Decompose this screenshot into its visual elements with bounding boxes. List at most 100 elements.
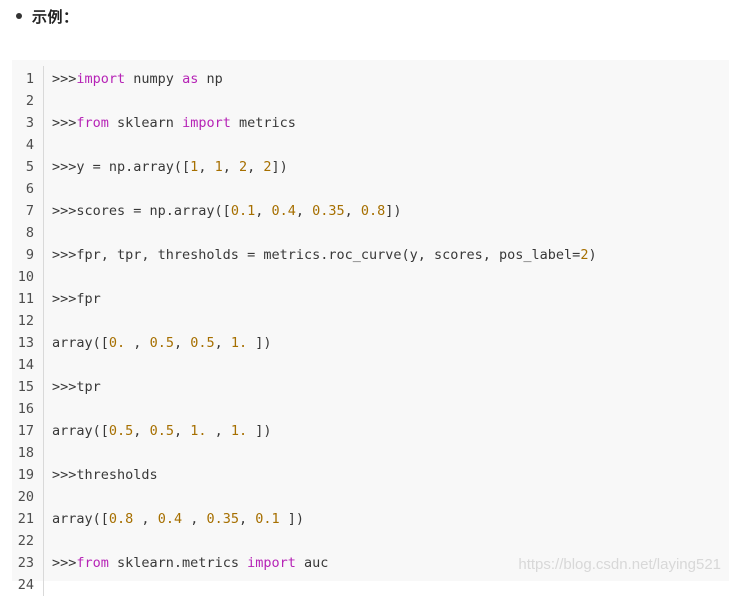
code-line: 23>>>from sklearn.metrics import auc: [12, 552, 729, 574]
code-line: 12: [12, 310, 729, 332]
code-line: 3>>>from sklearn import metrics: [12, 112, 729, 134]
code-line: 18: [12, 442, 729, 464]
code-line: 22: [12, 530, 729, 552]
code-line: 7>>>scores = np.array([0.1, 0.4, 0.35, 0…: [12, 200, 729, 222]
line-number: 7: [25, 203, 34, 219]
list-item: 示例：: [16, 4, 79, 28]
code-token: >>>: [52, 71, 77, 87]
number-token: 0.35: [312, 203, 345, 219]
line-number: 20: [17, 489, 34, 505]
code-token: ): [588, 247, 597, 263]
code-token: np: [198, 71, 223, 87]
code-token: array([: [52, 335, 109, 351]
number-token: 0.5: [108, 423, 134, 439]
line-number: 18: [17, 445, 34, 461]
code-text: >>>thresholds: [34, 464, 158, 486]
code-line: 20: [12, 486, 729, 508]
code-token: ,: [222, 159, 239, 175]
code-token: ]): [385, 203, 402, 219]
number-token: 0.1: [230, 203, 256, 219]
code-token: >>>fpr: [52, 291, 101, 307]
code-text: [34, 90, 52, 112]
number-token: 1: [214, 159, 223, 175]
number-token: 1.: [230, 423, 248, 439]
code-token: ]): [271, 159, 288, 175]
line-number: 6: [25, 181, 34, 197]
bullet-icon: [16, 13, 22, 19]
code-token: auc: [295, 555, 329, 571]
code-text: >>>fpr, tpr, thresholds = metrics.roc_cu…: [34, 244, 597, 266]
code-text: >>>scores = np.array([0.1, 0.4, 0.35, 0.…: [34, 200, 402, 222]
code-token: >>>: [52, 555, 77, 571]
code-line: 8: [12, 222, 729, 244]
code-line: 9 >>>fpr, tpr, thresholds = metrics.roc_c…: [12, 244, 729, 266]
code-line: 14: [12, 354, 729, 376]
number-token: 0.4: [271, 203, 296, 219]
code-token: ,: [133, 423, 150, 439]
code-text: [34, 486, 52, 508]
line-number: 4: [25, 137, 34, 153]
keyword-token: as: [182, 71, 199, 87]
code-token: ,: [344, 203, 361, 219]
code-token: numpy: [125, 71, 183, 87]
number-token: 0.5: [149, 423, 174, 439]
code-token: >>>y = np.array([: [52, 159, 191, 175]
code-token: ,: [133, 511, 158, 527]
line-number: 15: [17, 379, 34, 395]
section-title: 示例：: [32, 7, 79, 26]
code-text: [34, 134, 52, 156]
code-token: ,: [255, 203, 272, 219]
line-number: 23: [17, 555, 34, 571]
keyword-token: from: [76, 115, 109, 131]
code-token: ,: [182, 511, 207, 527]
line-number: 1: [25, 71, 34, 87]
number-token: 0.4: [157, 511, 183, 527]
code-line: 6: [12, 178, 729, 200]
code-line: 15>>>tpr: [12, 376, 729, 398]
code-text: array([0.8 , 0.4 , 0.35, 0.1 ]): [34, 508, 304, 530]
code-text: [34, 574, 52, 596]
line-number: 9: [25, 247, 34, 263]
code-token: ,: [295, 203, 313, 219]
code-line: 24: [12, 574, 729, 596]
code-text: [34, 530, 52, 552]
code-token: ,: [214, 335, 231, 351]
code-token: ,: [173, 335, 191, 351]
code-line: 4: [12, 134, 729, 156]
code-line: 19>>>thresholds: [12, 464, 729, 486]
line-number: 8: [25, 225, 34, 241]
code-token: array([: [52, 511, 109, 527]
code-line: 1>>>import numpy as np: [12, 68, 729, 90]
code-text: [34, 178, 52, 200]
gutter-divider: [43, 66, 44, 596]
number-token: 0.5: [149, 335, 174, 351]
code-text: >>>y = np.array([1, 1, 2, 2]): [34, 156, 288, 178]
keyword-token: from: [76, 555, 109, 571]
line-number: 3: [25, 115, 34, 131]
code-text: >>>from sklearn import metrics: [34, 112, 296, 134]
number-token: 0.35: [206, 511, 239, 527]
code-text: array([0. , 0.5, 0.5, 1. ]): [34, 332, 272, 354]
line-number: 5: [25, 159, 34, 175]
line-number: 2: [25, 93, 34, 109]
code-token: sklearn.metrics: [108, 555, 248, 571]
code-token: >>>fpr, tpr, thresholds = metrics.roc_cu…: [52, 247, 581, 263]
line-number: 24: [17, 577, 34, 593]
code-text: >>>from sklearn.metrics import auc: [34, 552, 328, 574]
code-line: 5>>>y = np.array([1, 1, 2, 2]): [12, 156, 729, 178]
code-line: 10: [12, 266, 729, 288]
number-token: 0.5: [190, 335, 215, 351]
number-token: 1: [190, 159, 199, 175]
code-text: array([0.5, 0.5, 1. , 1. ]): [34, 420, 272, 442]
code-token: ,: [125, 335, 150, 351]
number-token: 1.: [190, 423, 207, 439]
number-token: 0.1: [255, 511, 280, 527]
code-token: ,: [173, 423, 191, 439]
code-text: [34, 354, 52, 376]
keyword-token: import: [182, 115, 231, 131]
line-number: 16: [17, 401, 34, 417]
code-token: ,: [198, 159, 215, 175]
